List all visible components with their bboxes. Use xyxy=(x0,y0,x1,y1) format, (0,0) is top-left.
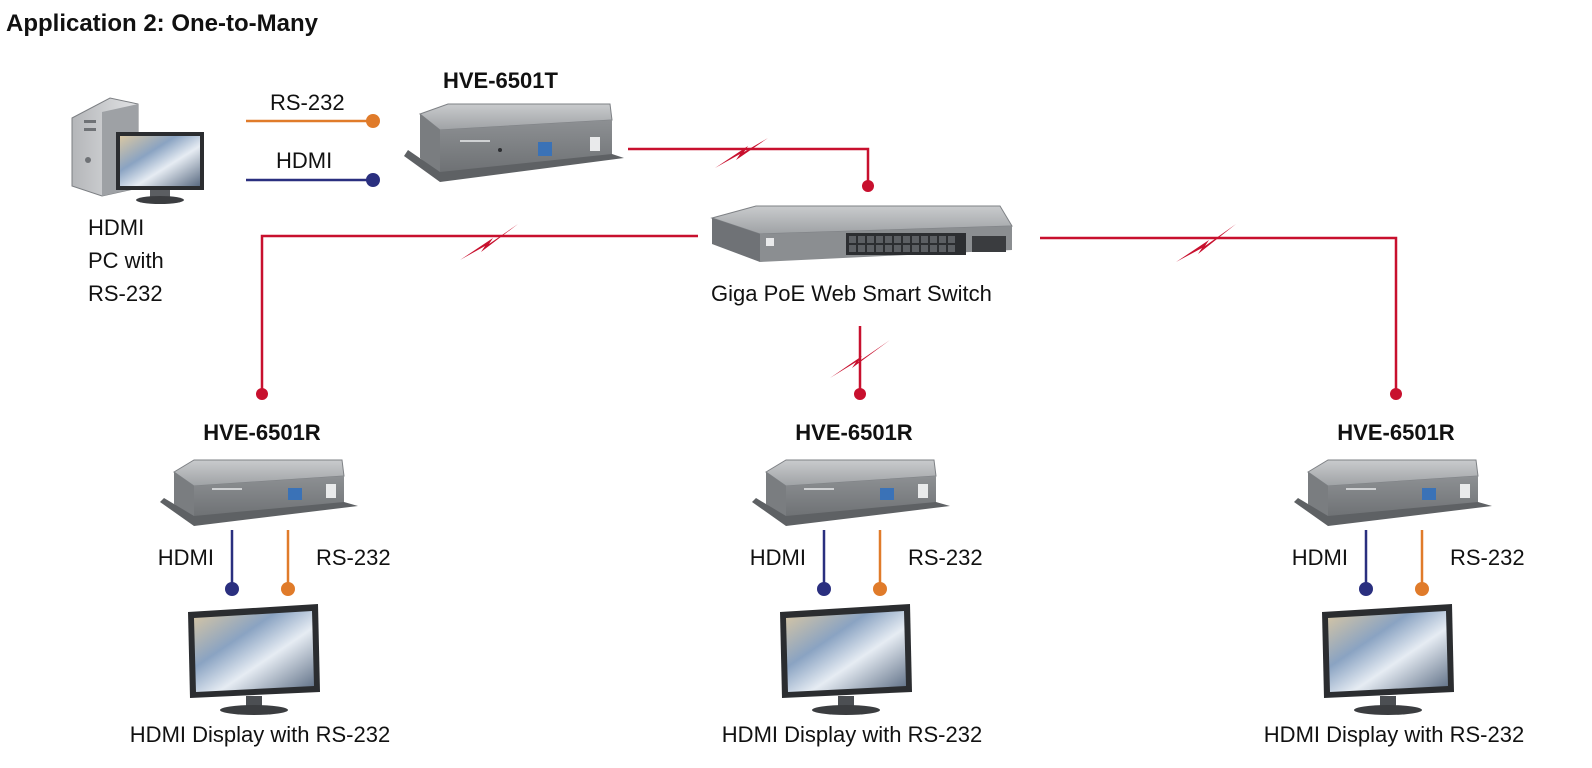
switch: Giga PoE Web Smart Switch xyxy=(710,205,1013,306)
receiver-model: HVE-6501R xyxy=(795,420,913,445)
receiver-model: HVE-6501R xyxy=(1337,420,1455,445)
transmitter-model: HVE-6501T xyxy=(443,68,559,93)
lightning-icon xyxy=(1176,224,1236,262)
pc-tower-with-monitor-icon xyxy=(71,97,204,204)
receiver-hdmi-label: HDMI xyxy=(750,545,806,570)
source-label-line-3: RS-232 xyxy=(88,281,163,306)
receiver-box-icon xyxy=(1294,459,1492,526)
transmitter-box-icon xyxy=(404,103,624,182)
lightning-icon xyxy=(460,224,518,260)
hdmi-display-icon xyxy=(780,604,912,715)
hdmi-display-icon xyxy=(1322,604,1454,715)
connector-dot xyxy=(366,173,380,187)
lightning-icon xyxy=(830,340,890,378)
receiver-box-icon xyxy=(160,459,358,526)
connector-dot xyxy=(281,582,295,596)
receiver-model: HVE-6501R xyxy=(203,420,321,445)
diagram-title: Application 2: One-to-Many xyxy=(6,10,319,37)
link-switch-receiver-3 xyxy=(1040,236,1398,394)
connector-dot xyxy=(854,388,866,400)
connector-dot xyxy=(873,582,887,596)
source-label-line-2: PC with xyxy=(88,248,164,273)
receiver-rs232-label: RS-232 xyxy=(316,545,391,570)
receiver-rs232-label: RS-232 xyxy=(908,545,983,570)
display-label: HDMI Display with RS-232 xyxy=(722,722,982,747)
connector-dot xyxy=(1390,388,1402,400)
source-cables: RS-232 HDMI xyxy=(246,90,380,187)
connector-dot xyxy=(817,582,831,596)
transmitter-hdmi-label: HDMI xyxy=(276,148,332,173)
connector-dot xyxy=(366,114,380,128)
receiver-rs232-label: RS-232 xyxy=(1450,545,1525,570)
display-label: HDMI Display with RS-232 xyxy=(1264,722,1524,747)
source-pc: HDMI PC with RS-232 xyxy=(71,97,204,306)
receiver-box-icon xyxy=(752,459,950,526)
display-label: HDMI Display with RS-232 xyxy=(130,722,390,747)
connector-dot xyxy=(862,180,874,192)
network-switch-icon xyxy=(710,205,1013,262)
transmitter-rs232-label: RS-232 xyxy=(270,90,345,115)
connector-dot xyxy=(1359,582,1373,596)
receiver-hdmi-label: HDMI xyxy=(158,545,214,570)
connector-dot xyxy=(1415,582,1429,596)
source-label-line-1: HDMI xyxy=(88,215,144,240)
lightning-icon xyxy=(715,138,768,168)
switch-label: Giga PoE Web Smart Switch xyxy=(711,281,992,306)
transmitter: HVE-6501T xyxy=(404,68,624,182)
hdmi-display-icon xyxy=(188,604,320,715)
link-switch-receiver-1 xyxy=(260,234,698,394)
receiver-hdmi-label: HDMI xyxy=(1292,545,1348,570)
network-links xyxy=(256,138,1402,400)
link-transmitter-switch xyxy=(628,147,870,186)
connector-dot xyxy=(256,388,268,400)
connector-dot xyxy=(225,582,239,596)
